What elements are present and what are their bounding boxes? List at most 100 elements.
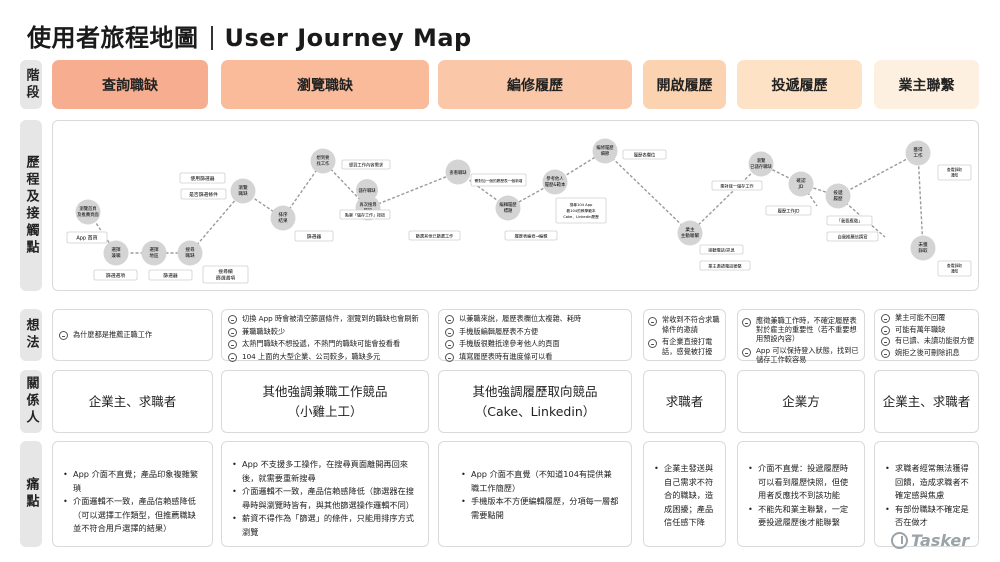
svg-text:編修履歷: 編修履歷 bbox=[596, 144, 614, 151]
svg-text:JD: JD bbox=[798, 184, 804, 190]
pain-submit-resume: •介面不直覺：投遞履歷時可以看到履歷快照，但使用者反應找不到該功能 •不能先和業… bbox=[737, 441, 865, 547]
face-icon bbox=[445, 327, 454, 337]
row-label-stakeholders: 關係人 bbox=[20, 370, 42, 433]
svg-text:篩選其他已篩選工作: 篩選其他已篩選工作 bbox=[416, 233, 455, 240]
svg-text:投遞: 投遞 bbox=[833, 189, 843, 196]
svg-text:編輯履歷: 編輯履歷 bbox=[499, 201, 517, 208]
face-icon bbox=[648, 339, 657, 348]
svg-text:細節: 細節 bbox=[601, 150, 610, 157]
touchpoint: 履歷工作JD bbox=[765, 205, 812, 216]
thoughts-search-jobs: 為什麼都是推薦正職工作 bbox=[52, 309, 213, 361]
touchpoint: 想到工作內容需求 bbox=[341, 159, 391, 170]
pain-open-resume: •企業主發送與自己需求不符合的職缺，造成困擾；產品信任感下降 bbox=[643, 441, 726, 547]
svg-text:搜尋欄: 搜尋欄 bbox=[218, 268, 233, 275]
svg-text:再次搜尋: 再次搜尋 bbox=[359, 201, 377, 208]
svg-text:地區: 地區 bbox=[149, 252, 159, 259]
svg-text:及推薦頁面: 及推薦頁面 bbox=[77, 211, 99, 218]
svg-text:錄取: 錄取 bbox=[918, 247, 928, 254]
face-icon bbox=[648, 317, 657, 326]
title-sub: User Journey Map bbox=[224, 24, 472, 52]
touchpoint: 篩選器 bbox=[148, 269, 193, 281]
stage-open-resume: 開啟履歷 bbox=[643, 60, 726, 109]
pain-browse-jobs: •App 不支援多工操作，在搜尋頁面離開再回來後，就需要重新搜尋 •介面邏輯不一… bbox=[221, 441, 429, 547]
journey-line bbox=[87, 150, 924, 254]
stage-employer-contact: 業主聯繫 bbox=[874, 60, 979, 109]
stage-submit-resume: 投遞履歷 bbox=[737, 60, 862, 109]
svg-text:想到工作內容需求: 想到工作內容需求 bbox=[349, 162, 384, 169]
svg-text:未獲: 未獲 bbox=[918, 241, 928, 248]
touchpoint: 接聽電話/訊息 bbox=[699, 244, 744, 255]
svg-text:Cake、Linkedin履歷: Cake、Linkedin履歷 bbox=[563, 214, 599, 219]
face-icon bbox=[742, 348, 751, 357]
svg-text:履歷: 履歷 bbox=[833, 196, 843, 202]
svg-text:想到要: 想到要 bbox=[317, 154, 331, 161]
pain-search-jobs: •App 介面不直覺；產品印象複雜繁瑣 •介面邏輯不一致，產品信賴感降低（可以選… bbox=[52, 441, 213, 547]
svg-text:查看職缺: 查看職缺 bbox=[449, 169, 467, 176]
thoughts-open-resume: 常收到不符合求職條件的邀請 有企業直接打電話，感覺被打擾 bbox=[643, 309, 726, 361]
tasker-logo: Tasker bbox=[891, 531, 969, 550]
stakeholders-browse-jobs: 其他強調兼職工作競品（小雞上工） bbox=[221, 370, 429, 433]
touchpoint: 履歷表欄位 bbox=[622, 149, 667, 160]
touchpoint: 「我要應徵」 bbox=[826, 215, 873, 226]
svg-text:篩選器: 篩選器 bbox=[307, 233, 322, 240]
svg-text:兼職: 兼職 bbox=[111, 252, 121, 259]
pain-employer-contact: •求職者經常無法獲得回饋，造成求職者不確定感與焦慮 •有部份職缺不確定是否在做才 bbox=[874, 441, 979, 547]
svg-text:履歷表欄位: 履歷表欄位 bbox=[634, 152, 656, 159]
stakeholders-edit-resume: 其他強調履歷取向競品（Cake、Linkedin） bbox=[438, 370, 632, 433]
thoughts-edit-resume: 以兼職來說，履歷表欄位太複雜、耗時 手機版編輯履歷表不方便 手機版很難抵達參考他… bbox=[438, 309, 632, 362]
svg-text:獲得: 獲得 bbox=[913, 146, 923, 153]
row-label-pain-points: 痛點 bbox=[20, 441, 42, 547]
svg-text:篩選器: 篩選器 bbox=[163, 272, 178, 279]
journey-panel: 瀏覽首頁及推薦頁面 選擇兼職 選擇地區 搜尋職缺 瀏覽職缺 排序結果 想到要找工… bbox=[52, 120, 979, 291]
face-icon bbox=[881, 337, 890, 346]
touchpoint: 點擊「儲存工作」按鈕 bbox=[339, 209, 391, 220]
tasker-logo-icon bbox=[891, 532, 908, 549]
svg-text:確認: 確認 bbox=[796, 177, 806, 184]
svg-text:標題: 標題 bbox=[504, 207, 513, 214]
svg-text:查看錄取: 查看錄取 bbox=[947, 167, 962, 172]
svg-text:看104的教學範本: 看104的教學範本 bbox=[566, 208, 595, 213]
svg-text:找工作: 找工作 bbox=[317, 160, 331, 167]
svg-text:搜尋: 搜尋 bbox=[185, 246, 195, 253]
svg-text:履歷工作JD: 履歷工作JD bbox=[778, 208, 800, 215]
svg-text:結果: 結果 bbox=[278, 217, 288, 224]
svg-text:App 首頁: App 首頁 bbox=[76, 235, 97, 242]
face-icon bbox=[59, 330, 68, 340]
touchpoint: App 首頁 bbox=[66, 231, 108, 244]
svg-text:點擊「儲存工作」按鈕: 點擊「儲存工作」按鈕 bbox=[345, 212, 385, 218]
svg-text:「我要應徵」: 「我要應徵」 bbox=[837, 218, 863, 225]
svg-text:篩選選項: 篩選選項 bbox=[216, 275, 235, 282]
svg-text:是否篩選條件: 是否篩選條件 bbox=[189, 191, 218, 198]
svg-text:通知: 通知 bbox=[951, 173, 959, 178]
svg-text:履歷表編修→編輯: 履歷表編修→編輯 bbox=[515, 233, 549, 240]
face-icon bbox=[228, 352, 237, 362]
svg-text:通知: 通知 bbox=[951, 269, 959, 274]
stage-browse-jobs: 瀏覽職缺 bbox=[221, 60, 429, 109]
touchpoint: 篩選選項 bbox=[93, 269, 138, 281]
svg-text:需對我一儲存工作: 需對我一儲存工作 bbox=[720, 183, 754, 190]
svg-text:使用篩選器: 使用篩選器 bbox=[191, 175, 215, 182]
stakeholders-search-jobs: 企業主、求職者 bbox=[52, 370, 213, 433]
row-label-touchpoints: 歷程及接觸點 bbox=[20, 120, 42, 291]
svg-text:瀏覽首頁: 瀏覽首頁 bbox=[79, 205, 97, 212]
svg-text:主動聯繫: 主動聯繫 bbox=[681, 232, 700, 239]
row-label-thoughts: 想法 bbox=[20, 309, 42, 361]
stakeholders-submit-resume: 企業方 bbox=[737, 370, 865, 433]
touchpoint: 需對加一個的履歷表一個新增 bbox=[470, 173, 527, 187]
touchpoint: 需對我一儲存工作 bbox=[711, 180, 763, 191]
stakeholders-open-resume: 求職者 bbox=[643, 370, 726, 433]
